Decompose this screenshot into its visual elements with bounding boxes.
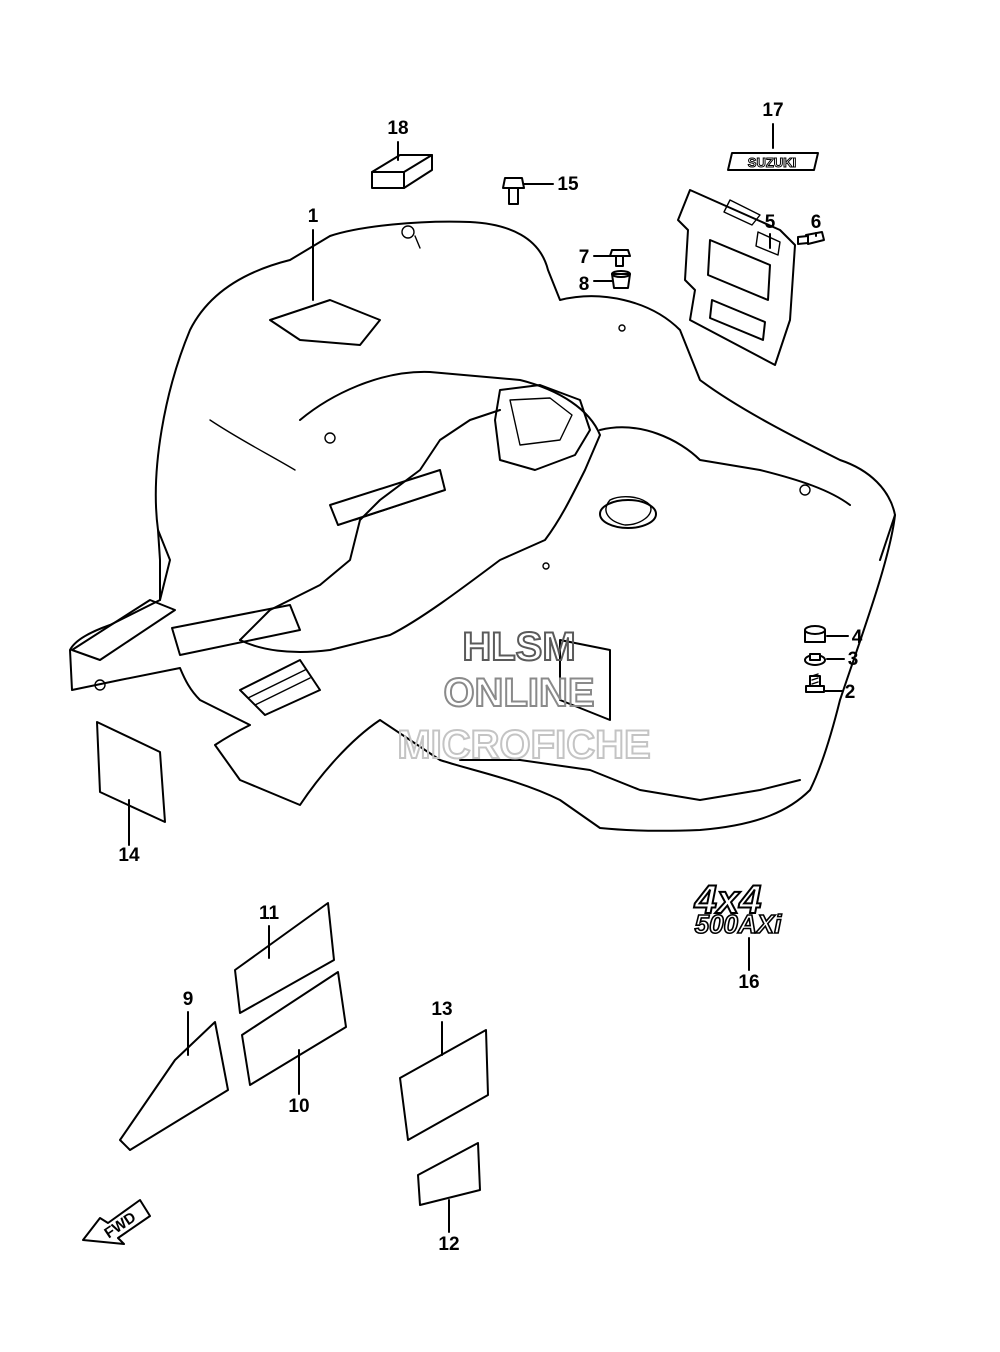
part-5-bracket[interactable]: [677, 189, 796, 366]
callout-2: 2: [845, 682, 856, 703]
watermark-line-3: MICROFICHE: [397, 723, 650, 767]
callout-7: 7: [579, 247, 590, 268]
part-14-label[interactable]: [96, 721, 166, 823]
callout-18: 18: [387, 118, 408, 139]
emblem-4x4-text: 4x4: [694, 878, 762, 922]
callout-11: 11: [259, 903, 280, 924]
callout-8: 8: [579, 274, 590, 295]
callout-15: 15: [557, 174, 579, 195]
callout-3: 3: [848, 649, 859, 670]
part-3-washer[interactable]: [804, 653, 826, 666]
part-7-screw[interactable]: [609, 249, 631, 267]
rear-fender[interactable]: [69, 220, 896, 832]
callout-1: 1: [308, 206, 319, 227]
part-11-label[interactable]: [234, 902, 335, 1014]
part-17-emblem[interactable]: SUZUKI: [727, 152, 819, 171]
callout-14: 14: [118, 845, 140, 866]
part-16-emblem[interactable]: 4x4 500AXi: [693, 877, 783, 940]
watermark-line-1: HLSM: [462, 625, 575, 669]
callout-5: 5: [765, 212, 776, 233]
part-9-label[interactable]: [119, 1021, 229, 1151]
fwd-arrow-icon: FWD: [82, 1199, 151, 1245]
part-4-grommet[interactable]: [804, 625, 826, 643]
part-6-rivet[interactable]: [797, 231, 825, 245]
callout-13: 13: [431, 999, 452, 1020]
callout-16: 16: [738, 972, 759, 993]
watermark-line-2: ONLINE: [443, 671, 594, 715]
part-12-label[interactable]: [417, 1142, 481, 1206]
emblem-500axi-text: 500AXi: [695, 909, 782, 939]
watermark: HLSM ONLINE MICROFICHE: [396, 624, 651, 768]
callout-12: 12: [438, 1234, 459, 1255]
part-13-label[interactable]: [399, 1029, 489, 1141]
part-15-screw[interactable]: [502, 177, 525, 205]
part-10-label[interactable]: [241, 971, 347, 1086]
callout-4: 4: [852, 627, 863, 648]
part-18-block[interactable]: [371, 154, 433, 189]
callout-6: 6: [811, 212, 822, 233]
part-2-bolt[interactable]: [805, 673, 825, 693]
callout-9: 9: [183, 989, 194, 1010]
callout-17: 17: [762, 100, 783, 121]
part-8-collar[interactable]: [611, 270, 631, 289]
suzuki-logo-text: SUZUKI: [748, 155, 796, 170]
callout-10: 10: [288, 1096, 309, 1117]
